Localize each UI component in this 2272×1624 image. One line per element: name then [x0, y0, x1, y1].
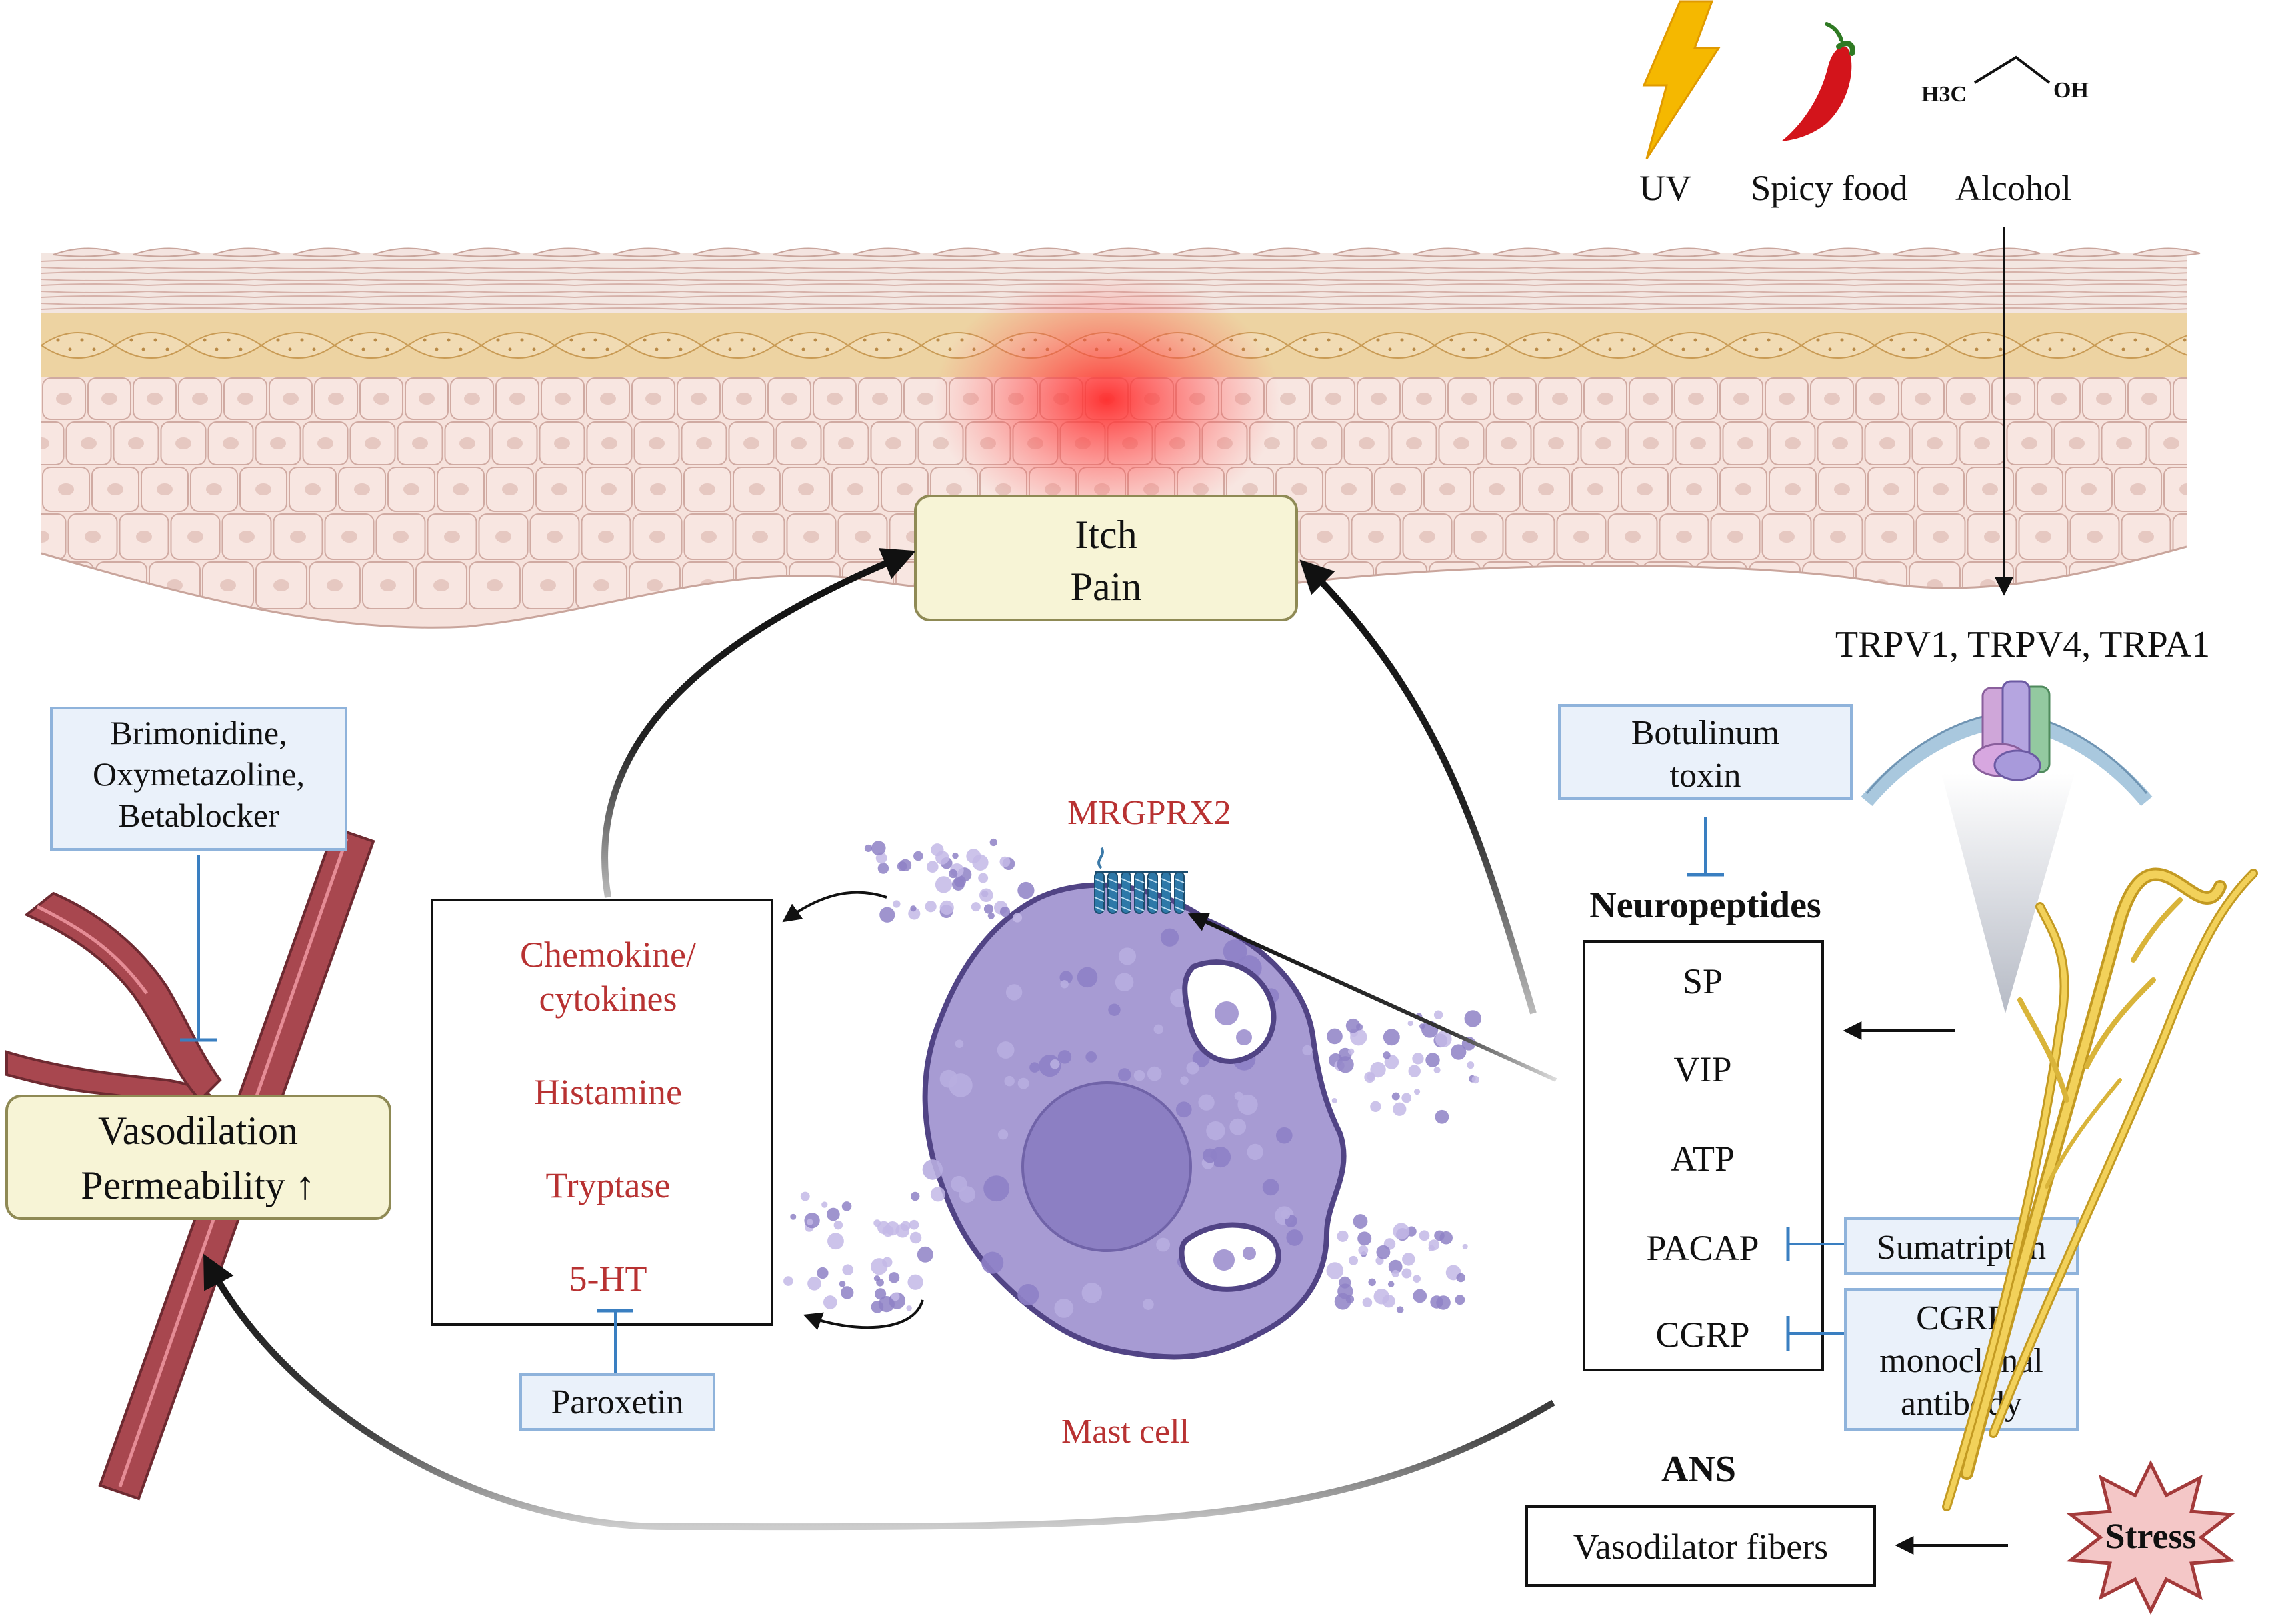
- vasodilator-fibers-box: Vasodilator fibers: [1527, 1507, 1875, 1585]
- mediator-histamine: Histamine: [534, 1072, 682, 1112]
- ethanol-formula-right: OH: [2053, 78, 2089, 103]
- spicy-food-label: Spicy food: [1751, 168, 1908, 208]
- vascular-inhibitor-item: Oxymetazoline,: [93, 755, 305, 793]
- symptoms-box: Itch Pain: [915, 496, 1297, 620]
- botulinum-label-2: toxin: [1670, 757, 1741, 795]
- botulinum-label-1: Botulinum: [1631, 714, 1779, 752]
- vasodilation-label: Vasodilation: [98, 1109, 298, 1153]
- neuropeptide-cgrp: CGRP: [1655, 1315, 1749, 1355]
- uv-label: UV: [1639, 168, 1691, 208]
- vascular-inhibitor-item: Betablocker: [118, 797, 279, 834]
- neuropeptides-box: SP VIP ATP PACAP CGRP: [1584, 941, 1823, 1370]
- arrow-neuropeptides-to-symptoms: [1307, 567, 1533, 1013]
- ethanol-formula-left: H3C: [1921, 82, 1967, 107]
- neuropeptides-title: Neuropeptides: [1589, 885, 1821, 926]
- trp-receptors: TRPV1, TRPV4, TRPA1: [1835, 624, 2210, 1013]
- ans-title: ANS: [1661, 1449, 1736, 1490]
- cgrp-antibody-inhibitor: CGRP monoclonal antibody: [1788, 1289, 2077, 1429]
- stress-label: Stress: [2105, 1516, 2196, 1556]
- lightning-icon: [1644, 1, 1719, 159]
- neuropeptide-pacap: PACAP: [1646, 1228, 1759, 1268]
- mast-cell-label: Mast cell: [1061, 1413, 1189, 1451]
- mediators-box: Chemokine/ cytokines Histamine Tryptase …: [432, 900, 772, 1325]
- mediator-tryptase: Tryptase: [545, 1165, 670, 1205]
- receptor-cone: [1941, 773, 2075, 1013]
- vascular-inhibitor-item: Brimonidine,: [110, 714, 287, 751]
- stress-burst-icon: Stress: [2071, 1464, 2231, 1611]
- paroxetin-label: Paroxetin: [551, 1383, 683, 1421]
- release-arrow-top: [785, 893, 887, 920]
- mediator-5ht: 5-HT: [569, 1259, 647, 1299]
- receptor-label: TRPV1, TRPV4, TRPA1: [1835, 624, 2210, 665]
- ethanol-structure-icon: H3C OH: [1921, 57, 2089, 107]
- mediator-chemokine: Chemokine/: [520, 935, 696, 975]
- pain-label: Pain: [1071, 565, 1142, 609]
- neuropeptide-sp: SP: [1683, 961, 1723, 1001]
- mrgprx2-label: MRGPRX2: [1067, 794, 1231, 832]
- arrow-mediators-to-symptoms: [605, 555, 907, 897]
- alcohol-label: Alcohol: [1955, 168, 2071, 208]
- vascular-inhibitor-list: Brimonidine, Oxymetazoline, Betablocker: [93, 714, 305, 834]
- paroxetin-inhibitor: Paroxetin: [521, 1311, 714, 1429]
- vasodilator-fibers-label: Vasodilator fibers: [1573, 1527, 1828, 1567]
- chili-pepper-icon: [1781, 24, 1853, 141]
- neuropeptide-vip: VIP: [1673, 1049, 1731, 1089]
- itch-label: Itch: [1075, 513, 1137, 557]
- vascular-effect-box: Vasodilation Permeability ↑: [7, 1096, 390, 1219]
- neuropeptide-atp: ATP: [1671, 1139, 1735, 1179]
- permeability-label: Permeability ↑: [81, 1163, 315, 1207]
- trp-channel-icon: [1973, 681, 2049, 780]
- inflammation-glow: [933, 273, 1280, 527]
- mediator-cytokines: cytokines: [539, 979, 677, 1019]
- botulinum-inhibitor: Botulinum toxin: [1559, 705, 1851, 875]
